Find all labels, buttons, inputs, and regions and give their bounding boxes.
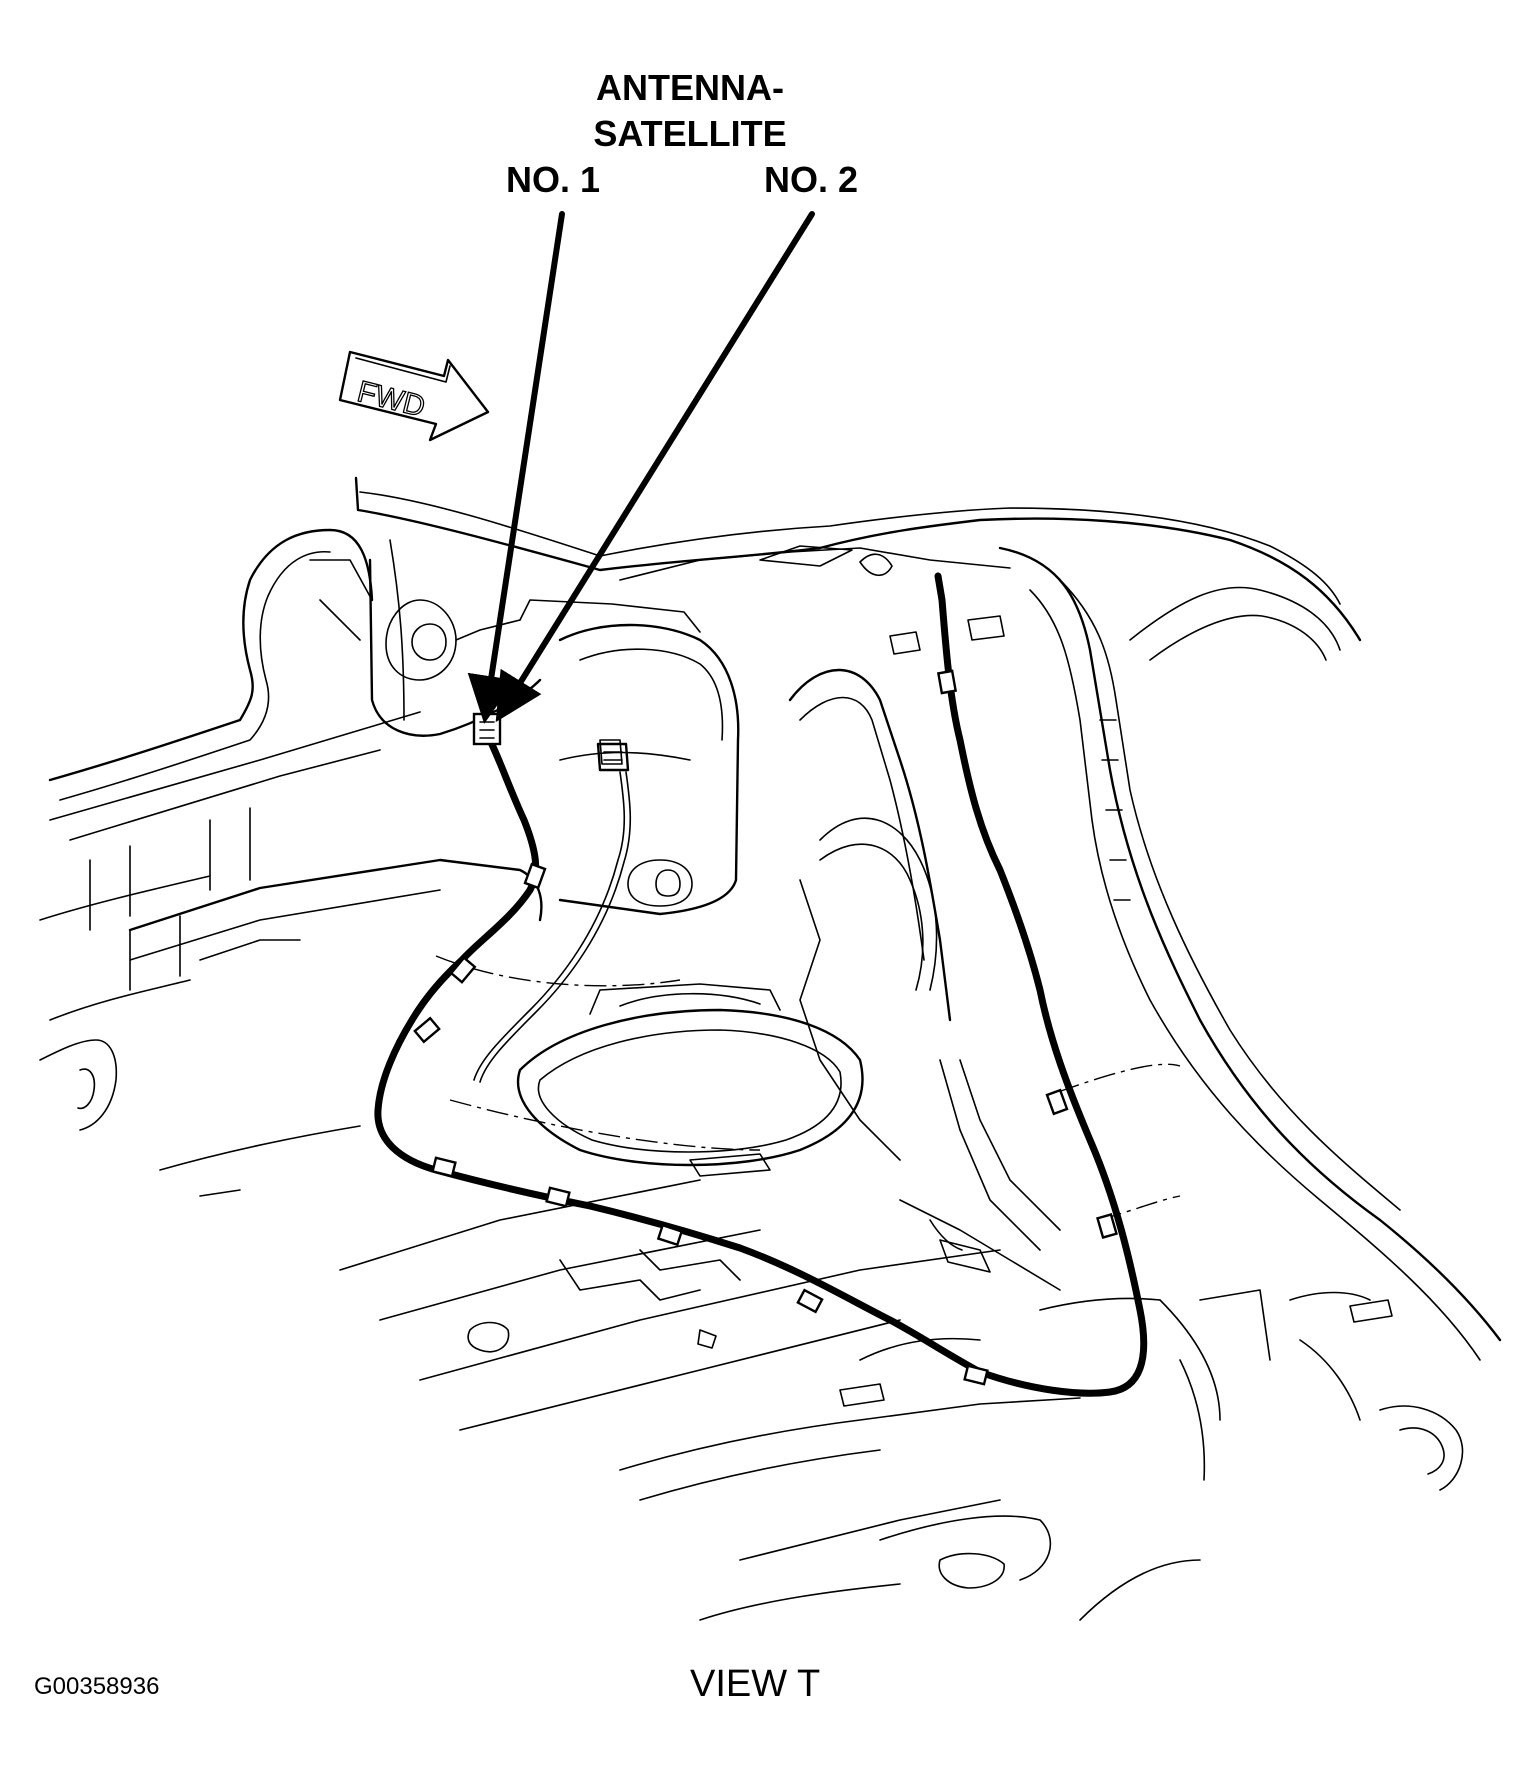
- callout-title-line-2: SATELLITE: [593, 113, 787, 154]
- callout-leaders: [467, 211, 815, 724]
- harness-clip: [413, 1016, 441, 1044]
- forward-direction-arrow: FWD: [338, 350, 490, 442]
- harness-clip: [963, 1364, 989, 1386]
- harness-clip: [523, 862, 547, 890]
- callout-no2-label: NO. 2: [764, 159, 859, 200]
- vehicle-interior-line-drawing: FWD: [39, 211, 1502, 1621]
- view-caption: VIEW T: [690, 1663, 821, 1705]
- antenna-connector: [472, 712, 502, 746]
- callout-no1-label: NO. 1: [506, 159, 601, 200]
- harness-clip: [656, 1223, 684, 1247]
- harness-clip: [431, 1156, 457, 1178]
- callout-title-line-1: ANTENNA-: [596, 67, 784, 108]
- forward-arrow-label: FWD: [354, 375, 428, 424]
- harness-clip: [936, 669, 958, 695]
- leader-line-no2: [495, 211, 815, 723]
- vehicle-body-outline: [39, 476, 1502, 1621]
- harness-clip: [796, 1288, 824, 1314]
- harness-clip: [1045, 1088, 1069, 1116]
- leader-line-no1: [467, 211, 565, 724]
- harness-clip: [1096, 1212, 1118, 1240]
- figure-id: G00358936: [34, 1673, 160, 1700]
- harness-clips: [413, 669, 1118, 1386]
- harness-clip: [545, 1186, 571, 1208]
- harness-clip: [449, 956, 477, 984]
